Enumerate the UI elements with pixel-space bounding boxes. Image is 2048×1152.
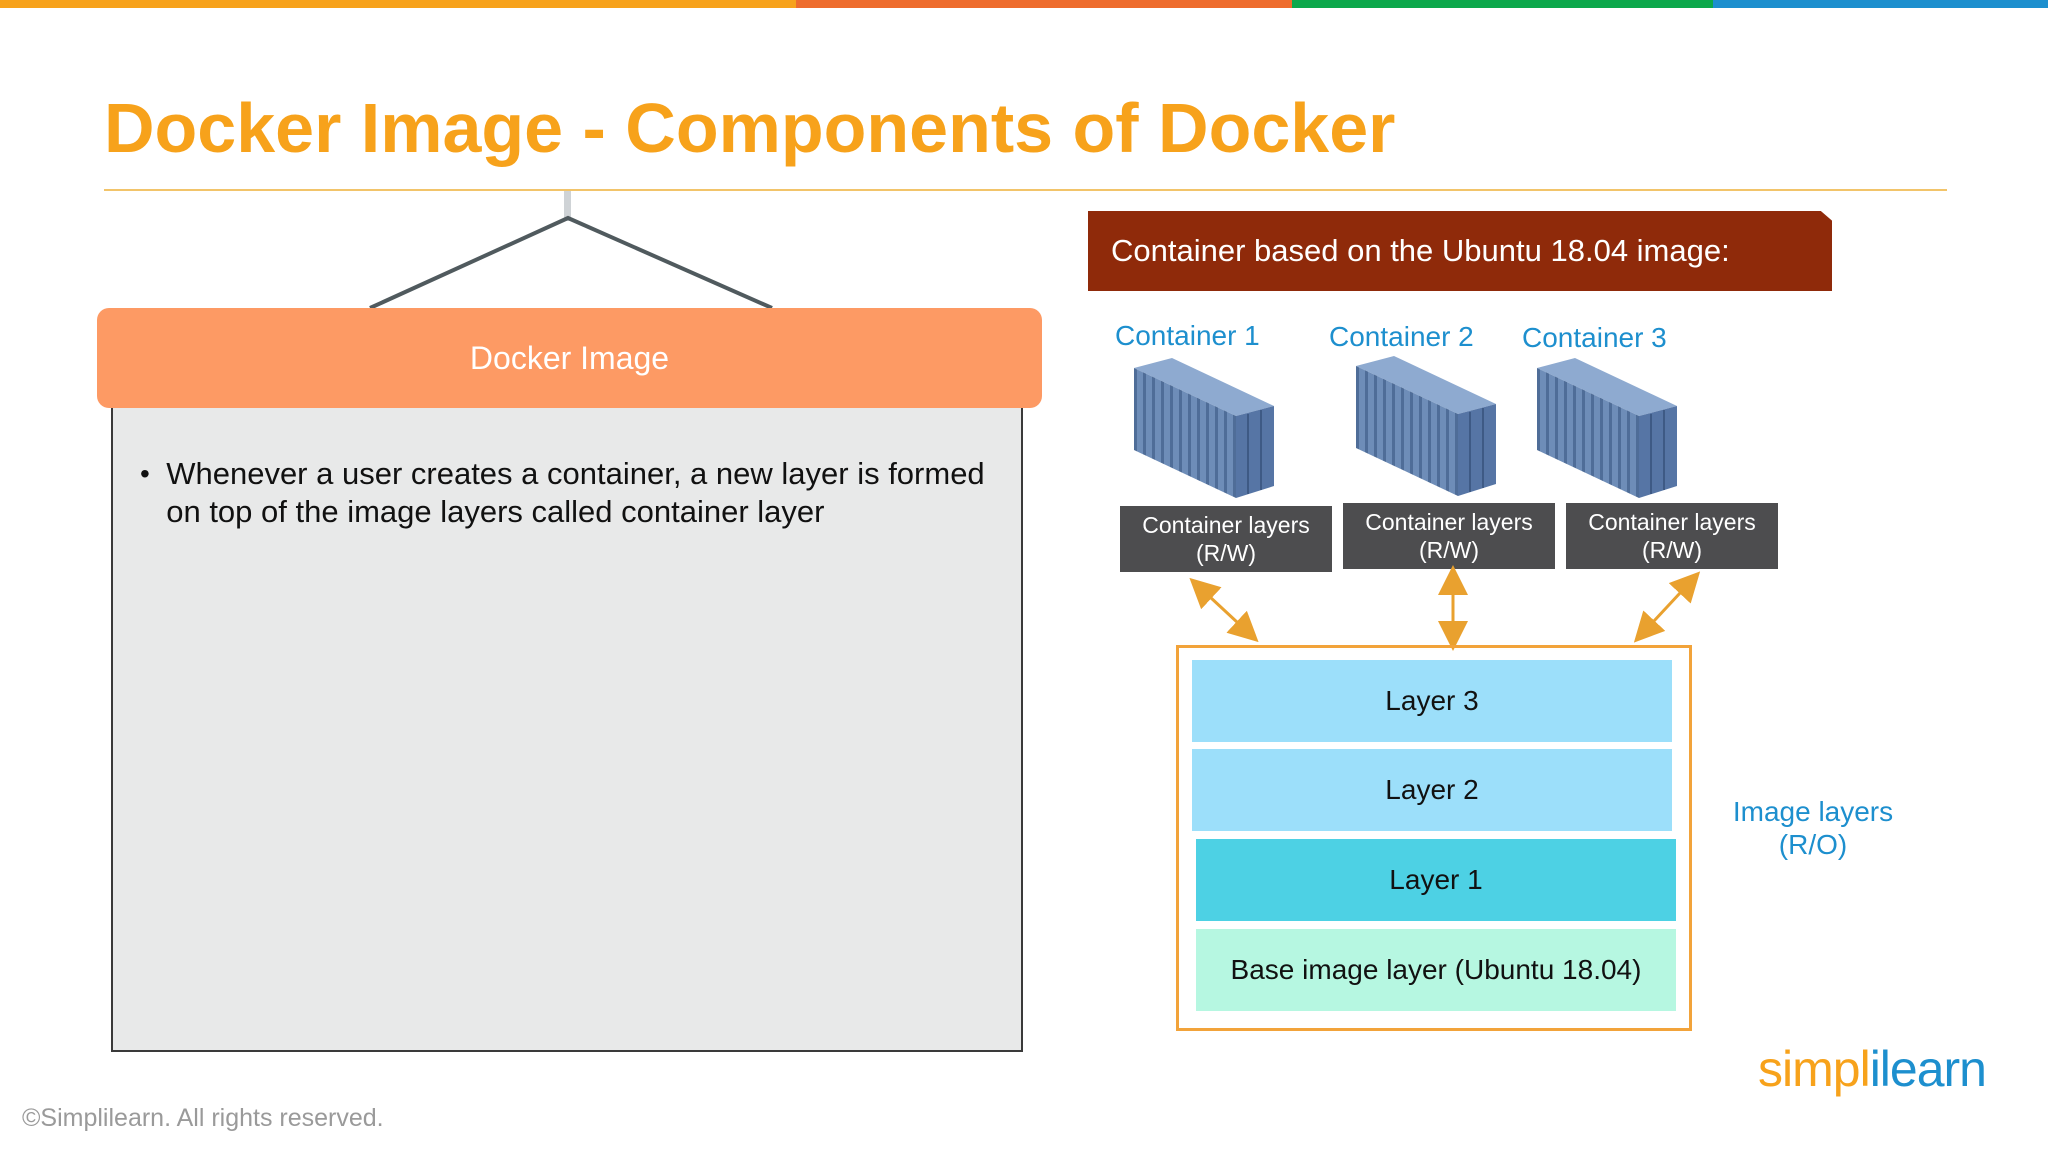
logo-part-1: simpl [1758,1041,1871,1097]
base-image-layer: Base image layer (Ubuntu 18.04) [1196,929,1676,1011]
top-bar-segment-green [1292,0,1713,8]
banner-text: Container based on the Ubuntu 18.04 imag… [1111,233,1730,268]
layer-3: Layer 3 [1192,660,1672,742]
simplilearn-logo: simplilearn [1758,1040,1987,1098]
top-bar-segment-blue [1713,0,2048,8]
container-3-layer-label: Container layers (R/W) [1566,503,1778,569]
layer-3-label: Layer 3 [1385,685,1479,716]
title-underline [104,189,1947,191]
content-panel [111,400,1023,1052]
layer-1-label: Layer 1 [1389,864,1483,895]
docker-image-header-label: Docker Image [469,339,670,376]
image-layer-stack [1176,645,1692,1031]
layer-2: Layer 2 [1192,749,1672,831]
base-image-layer-label: Base image layer (Ubuntu 18.04) [1230,954,1642,985]
container-1-title: Container 1 [1115,320,1260,351]
container-3-title: Container 3 [1522,322,1667,353]
logo-part-2: ilearn [1869,1041,1987,1097]
top-color-bar [0,0,2048,8]
container-2-layer-label: Container layers (R/W) [1343,503,1555,569]
container-2-title: Container 2 [1329,321,1474,352]
top-bar-segment-red [796,0,1292,8]
copyright-text: ©Simplilearn. All rights reserved. [22,1104,384,1132]
container-1-layer-label: Container layers (R/W) [1120,506,1332,572]
bullet-item: • Whenever a user creates a container, a… [135,455,995,531]
image-layers-label: Image layers (R/O) [1732,796,1894,860]
top-bar-segment-orange [0,0,796,8]
hierarchy-connector [369,191,773,310]
docker-image-header: Docker Image [97,308,1042,408]
slide-title: Docker Image - Components of Docker [104,89,1396,167]
layer-2-label: Layer 2 [1385,774,1479,805]
layer-1: Layer 1 [1196,839,1676,921]
bullet-icon: • [140,458,150,489]
ubuntu-container-banner: Container based on the Ubuntu 18.04 imag… [1088,211,1832,291]
bullet-text: Whenever a user creates a container, a n… [166,456,985,529]
